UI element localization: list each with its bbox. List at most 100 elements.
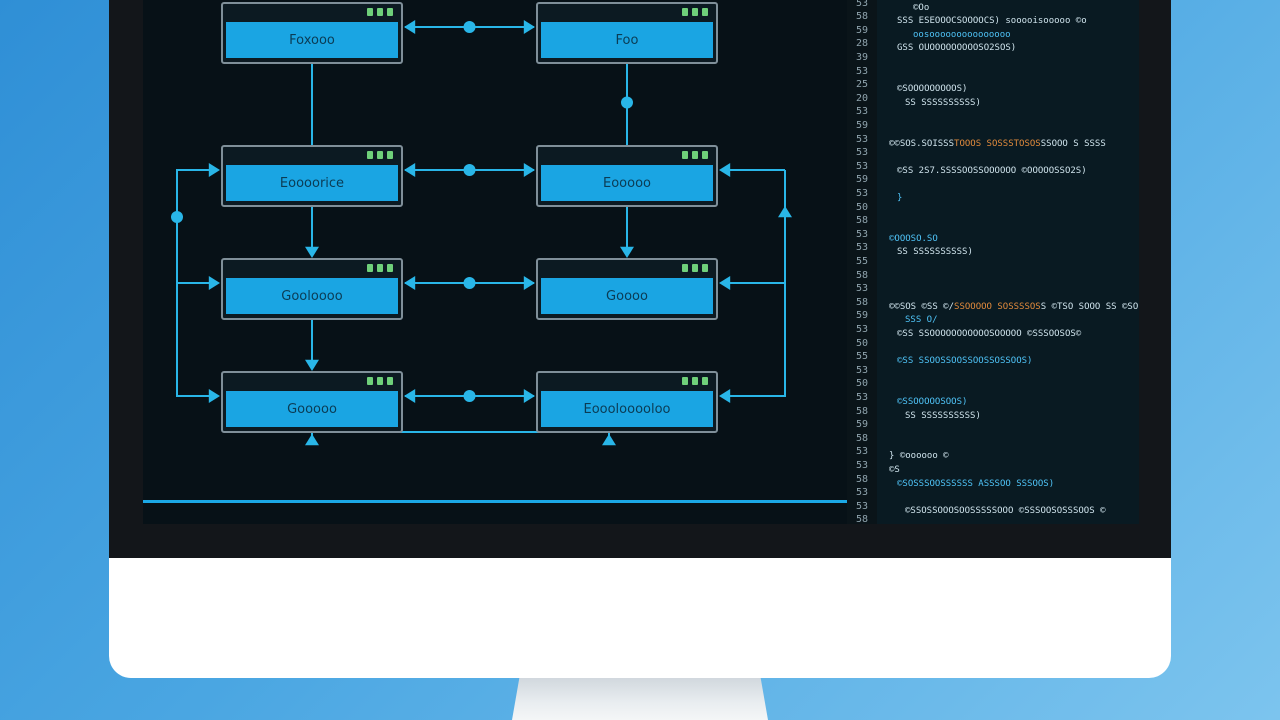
code-line: } ©oooooo © bbox=[889, 451, 949, 462]
arrowhead-icon bbox=[404, 389, 416, 403]
code-line: } bbox=[897, 193, 903, 203]
status-dot-icon bbox=[387, 8, 393, 16]
line-number: 58 bbox=[855, 11, 869, 23]
line-number: 53 bbox=[855, 500, 869, 512]
line-number: 50 bbox=[855, 337, 869, 349]
diagram-node[interactable]: Eooooo bbox=[536, 145, 718, 207]
node-status-indicators bbox=[367, 151, 393, 161]
arrowhead-icon bbox=[523, 276, 535, 290]
arrowhead-icon bbox=[305, 359, 319, 371]
node-status-indicators bbox=[682, 151, 708, 161]
line-number: 53 bbox=[855, 188, 869, 199]
diagram-node[interactable]: Eooolooooloo bbox=[536, 371, 718, 433]
diagram-node[interactable]: Eoooorice bbox=[221, 145, 403, 207]
line-number: 55 bbox=[855, 256, 869, 267]
status-dot-icon bbox=[377, 151, 383, 159]
node-status-indicators bbox=[682, 8, 708, 18]
line-number: 39 bbox=[855, 52, 869, 63]
diagram-node-label: Eooooo bbox=[541, 165, 713, 201]
line-number: 28 bbox=[855, 38, 869, 50]
code-line: ©SOSSSOOSSSSSS ASSSOO SSSOOS) bbox=[897, 478, 1055, 489]
code-line: ©OOOSO.SO bbox=[889, 233, 938, 244]
diagram-bottom-rule bbox=[143, 500, 847, 503]
arrowhead-icon bbox=[404, 20, 416, 34]
node-status-indicators bbox=[367, 8, 393, 18]
diagram-node-label: Eooolooooloo bbox=[541, 391, 713, 427]
arrowhead-icon bbox=[208, 163, 220, 177]
diagram-node[interactable]: Gooloooo bbox=[221, 258, 403, 320]
line-number: 53 bbox=[855, 106, 869, 118]
code-line: ©SSOSSOOOSOOSSSSSOOO ©SSSOOSOSSSOOS © bbox=[905, 505, 1106, 516]
line-number: 58 bbox=[855, 405, 869, 417]
diagram-node-label: Foo bbox=[541, 22, 713, 58]
line-number: 53 bbox=[855, 392, 869, 403]
arrowhead-icon bbox=[778, 206, 792, 218]
code-line: ©Oo bbox=[913, 2, 930, 13]
status-dot-icon bbox=[367, 8, 373, 16]
line-number: 25 bbox=[855, 79, 869, 91]
status-dot-icon bbox=[367, 377, 373, 385]
code-line: ©S bbox=[889, 465, 900, 475]
status-dot-icon bbox=[387, 264, 393, 272]
status-dot-icon bbox=[702, 264, 708, 272]
status-dot-icon bbox=[692, 264, 698, 272]
status-dot-icon bbox=[692, 8, 698, 16]
diagram-node[interactable]: Gooooo bbox=[221, 371, 403, 433]
line-number: 58 bbox=[855, 215, 869, 227]
line-number: 53 bbox=[855, 133, 869, 145]
arrowhead-icon bbox=[602, 434, 616, 446]
bottom-loop-path bbox=[311, 431, 610, 445]
arrowhead-icon bbox=[620, 246, 634, 258]
diagram-node[interactable]: Foo bbox=[536, 2, 718, 64]
line-number: 58 bbox=[855, 432, 869, 444]
diagram-node-label: Goooo bbox=[541, 278, 713, 314]
code-line: oosooooooooooooooo bbox=[913, 29, 1011, 40]
line-number: 59 bbox=[855, 419, 869, 431]
arrowhead-icon bbox=[208, 389, 220, 403]
line-number: 53 bbox=[855, 364, 869, 376]
code-line: ©SS SSOOSSOOSSOOSSOSSOOS) bbox=[897, 356, 1033, 367]
diagram-node-label: Gooloooo bbox=[226, 278, 398, 314]
monitor-stand bbox=[512, 676, 768, 720]
arrowhead-icon bbox=[523, 389, 535, 403]
node-status-indicators bbox=[367, 377, 393, 387]
diagram-node-label: Foxooo bbox=[226, 22, 398, 58]
arrowhead-icon bbox=[305, 434, 319, 446]
code-line: ©©SOS ©SS ©/SSOOOOO SOSSSSOSS ©TSO SOOO … bbox=[889, 301, 1139, 312]
line-number: 53 bbox=[855, 487, 869, 499]
code-line: ©SS 2S7.SSSSOOSSOOOOOO ©OOOOOSSO2S) bbox=[897, 165, 1087, 176]
line-number-gutter: 5353585928395325205359535353595350585353… bbox=[847, 0, 877, 524]
line-number: 59 bbox=[855, 174, 869, 186]
arrowhead-icon bbox=[305, 246, 319, 258]
arrowhead-icon bbox=[404, 276, 416, 290]
status-dot-icon bbox=[682, 151, 688, 159]
junction-dot bbox=[463, 164, 476, 176]
line-number: 53 bbox=[855, 65, 869, 77]
line-number: 50 bbox=[855, 378, 869, 390]
diagram-node-label: Gooooo bbox=[226, 391, 398, 427]
code-editor-pane[interactable]: 5353585928395325205359535353595350585353… bbox=[847, 0, 1139, 524]
status-dot-icon bbox=[367, 264, 373, 272]
code-line: GSS OUOOOOOOOOOSO2SOS) bbox=[897, 43, 1017, 54]
diagram-node[interactable]: Foxooo bbox=[221, 2, 403, 64]
diagram-node[interactable]: Goooo bbox=[536, 258, 718, 320]
status-dot-icon bbox=[702, 377, 708, 385]
arrowhead-icon bbox=[719, 276, 731, 290]
node-status-indicators bbox=[682, 377, 708, 387]
line-number: 58 bbox=[855, 269, 869, 281]
line-number: 58 bbox=[855, 514, 869, 524]
junction-dot bbox=[171, 211, 183, 223]
line-number: 59 bbox=[855, 24, 869, 36]
line-number: 59 bbox=[855, 120, 869, 131]
status-dot-icon bbox=[702, 8, 708, 16]
flow-diagram-connectors bbox=[171, 20, 792, 446]
node-status-indicators bbox=[367, 264, 393, 274]
status-dot-icon bbox=[682, 8, 688, 16]
status-dot-icon bbox=[387, 151, 393, 159]
junction-dot bbox=[463, 277, 476, 289]
code-line: SS SSSSSSSSSS) bbox=[905, 410, 981, 421]
